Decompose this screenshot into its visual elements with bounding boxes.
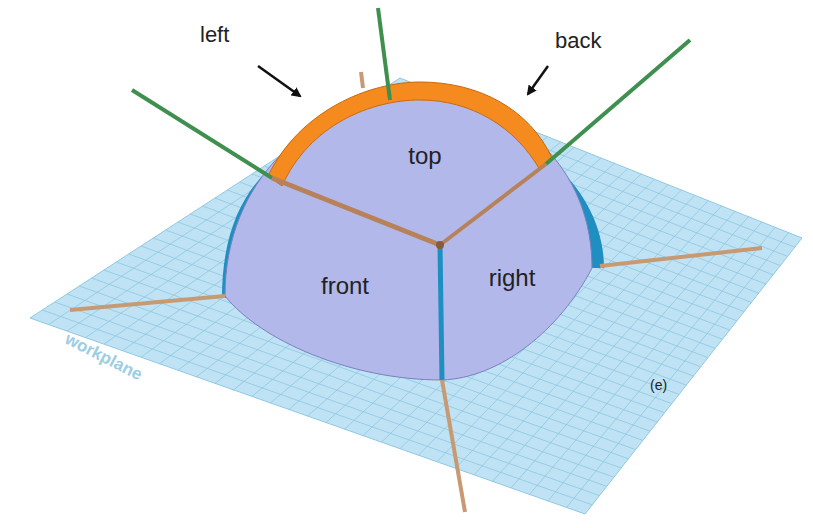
surface-label: top: [408, 144, 441, 168]
joint: [436, 241, 444, 249]
grid-line: [567, 233, 789, 508]
figure-label: (e): [650, 378, 667, 392]
back-band: [268, 82, 552, 186]
callout-arrow: [258, 66, 300, 96]
callout-label: back: [555, 30, 601, 52]
seam: [272, 178, 440, 245]
seam: [440, 245, 442, 380]
callout-arrow: [528, 66, 548, 94]
seam: [440, 164, 546, 245]
leg: [70, 296, 225, 310]
grid: [42, 83, 794, 507]
rod: [378, 8, 390, 100]
surface-label: front: [321, 274, 369, 298]
rod: [132, 90, 272, 178]
surface-label: right: [489, 266, 536, 290]
leg: [600, 248, 762, 266]
leg: [442, 380, 465, 512]
workplane: [30, 78, 802, 514]
rod: [546, 40, 690, 164]
leg: [361, 72, 363, 88]
callout-label: left: [200, 24, 229, 46]
